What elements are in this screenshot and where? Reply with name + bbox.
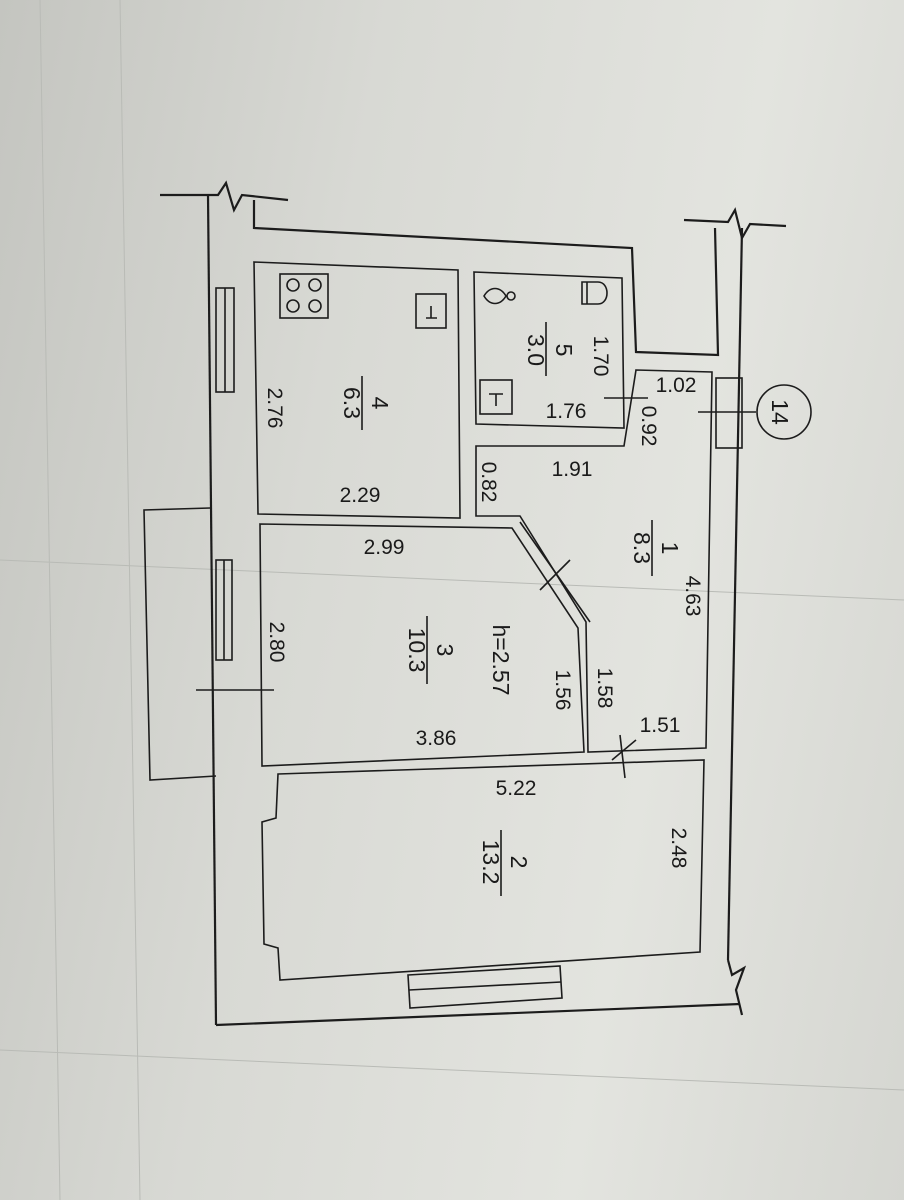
room-3-area: 10.3	[404, 628, 430, 673]
windows	[215, 287, 563, 1009]
dim-4-63: 4.63	[681, 576, 704, 617]
dim-3-86: 3.86	[416, 727, 457, 750]
dim-1-91: 1.91	[552, 458, 593, 481]
room-2-area: 13.2	[478, 840, 504, 885]
room-2-number: 2	[506, 856, 532, 869]
outer-walls	[160, 180, 787, 1027]
dim-1-70: 1.70	[589, 336, 612, 377]
dim-1-51: 1.51	[640, 714, 681, 737]
apartment-number-badge: 14	[756, 384, 812, 440]
stove-icon	[279, 273, 329, 319]
room-2-outline	[261, 759, 705, 981]
room-1-number: 1	[657, 542, 683, 555]
room-1-area: 8.3	[629, 532, 655, 564]
apartment-number: 14	[767, 399, 793, 425]
dim-1-58: 1.58	[593, 668, 616, 709]
room-label-bars	[361, 322, 653, 896]
room-4-area: 6.3	[339, 387, 365, 419]
balcony	[143, 507, 274, 781]
dim-2-80: 2.80	[265, 622, 288, 663]
room-5-outline	[473, 271, 625, 429]
kitchen-sink-icon	[415, 293, 447, 329]
dim-1-56: 1.56	[551, 670, 574, 711]
dim-5-22: 5.22	[496, 777, 537, 800]
dim-2-99: 2.99	[364, 536, 405, 559]
room-5-area: 3.0	[523, 334, 549, 366]
dim-2-29: 2.29	[340, 484, 381, 507]
toilet-icon	[581, 281, 608, 305]
room-3-number: 3	[432, 644, 458, 657]
room-4-outline	[253, 261, 461, 519]
room-5-number: 5	[551, 344, 577, 357]
door-marks	[539, 377, 756, 779]
dim-2-76: 2.76	[263, 388, 286, 429]
shower-tray-icon	[479, 379, 513, 415]
dim-1-02: 1.02	[656, 374, 697, 397]
dim-0-82: 0.82	[477, 462, 500, 503]
ceiling-height: h=2.57	[488, 625, 514, 696]
washbasin-icon	[483, 287, 516, 305]
dim-0-92: 0.92	[637, 406, 660, 447]
dim-2-48: 2.48	[667, 828, 690, 869]
room-4-number: 4	[367, 397, 393, 410]
room-3-outline	[259, 521, 591, 767]
dim-1-76: 1.76	[546, 400, 587, 423]
